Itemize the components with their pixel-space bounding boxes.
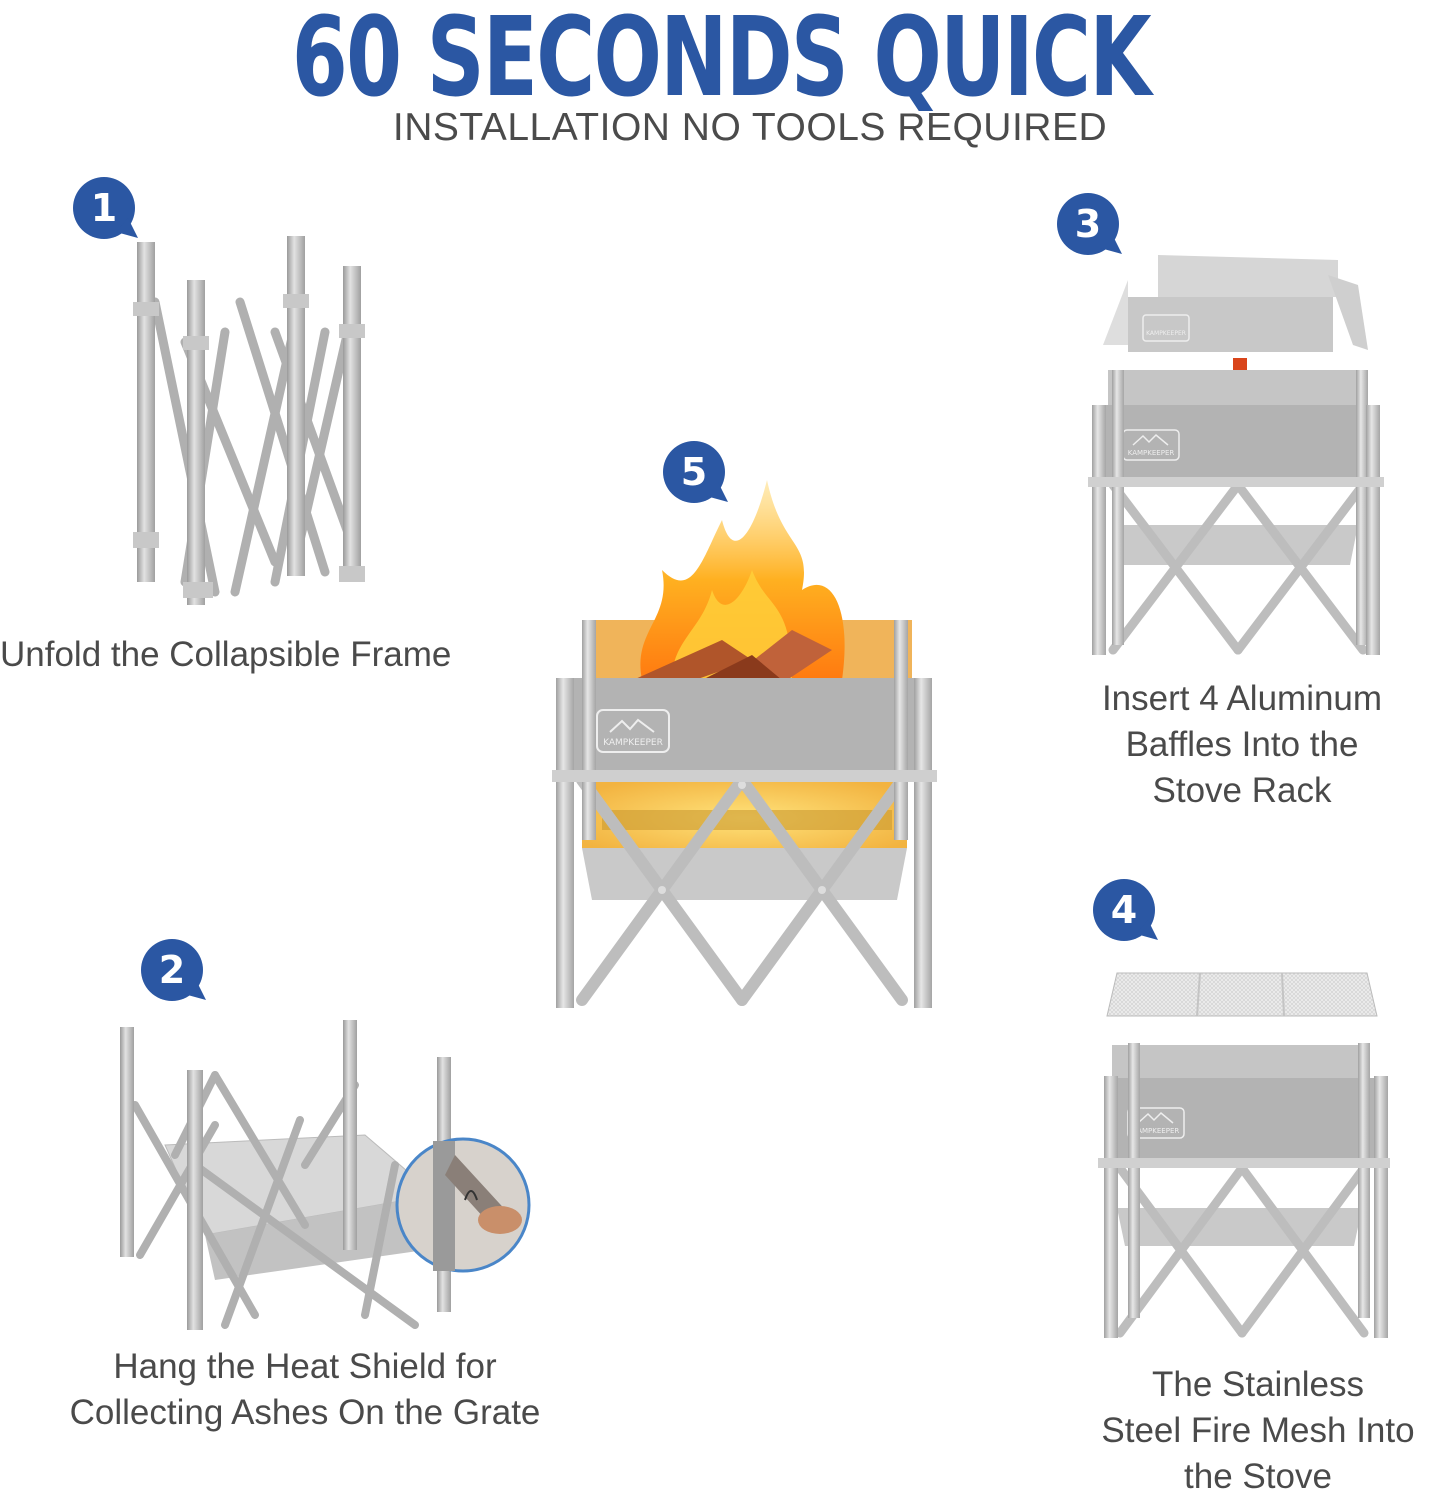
svg-text:KAMPKEEPER: KAMPKEEPER <box>1146 330 1186 337</box>
step-5-badge: 5 <box>662 440 734 512</box>
svg-text:KAMPKEEPER: KAMPKEEPER <box>1128 449 1175 457</box>
step-1-caption: Unfold the Collapsible Frame <box>0 635 452 674</box>
speech-bubble-icon <box>1057 193 1122 255</box>
fire-mesh <box>1106 972 1378 1017</box>
kampkeeper-logo: KAMPKEEPER <box>596 709 670 753</box>
step-1-collapsed-frame-image <box>125 232 375 612</box>
step-4-caption: The Stainless Steel Fire Mesh Into the S… <box>1101 1365 1415 1491</box>
speech-bubble-icon <box>1093 879 1158 941</box>
speech-bubble-icon <box>663 441 728 503</box>
subheadline: INSTALLATION NO TOOLS REQUIRED <box>392 106 1108 149</box>
speech-bubble-icon <box>73 177 138 239</box>
step-2-heat-shield-image <box>115 1015 535 1335</box>
svg-text:KAMPKEEPER: KAMPKEEPER <box>1133 1127 1180 1135</box>
step-4-fire-mesh-image: KAMPKEEPER <box>1092 968 1392 1343</box>
step-1-badge: 1 <box>72 176 144 248</box>
step-2-badge: 2 <box>140 938 212 1010</box>
step-3-caption: Insert 4 Aluminum Baffles Into the Stove… <box>1101 679 1383 811</box>
step-4-badge: 4 <box>1092 878 1164 950</box>
step-3-baffles-image: KAMPKEEPER KAMPKEEPER <box>1088 255 1388 660</box>
speech-bubble-icon <box>141 939 206 1001</box>
step-5-assembled-fire-pit-image: KAMPKEEPER <box>552 480 942 1010</box>
headline: 60 SECONDS QUICK <box>291 0 1152 122</box>
step-2-caption: Hang the Heat Shield for Collecting Ashe… <box>69 1347 541 1433</box>
step-3-badge: 3 <box>1056 192 1128 264</box>
svg-text:KAMPKEEPER: KAMPKEEPER <box>603 738 663 748</box>
